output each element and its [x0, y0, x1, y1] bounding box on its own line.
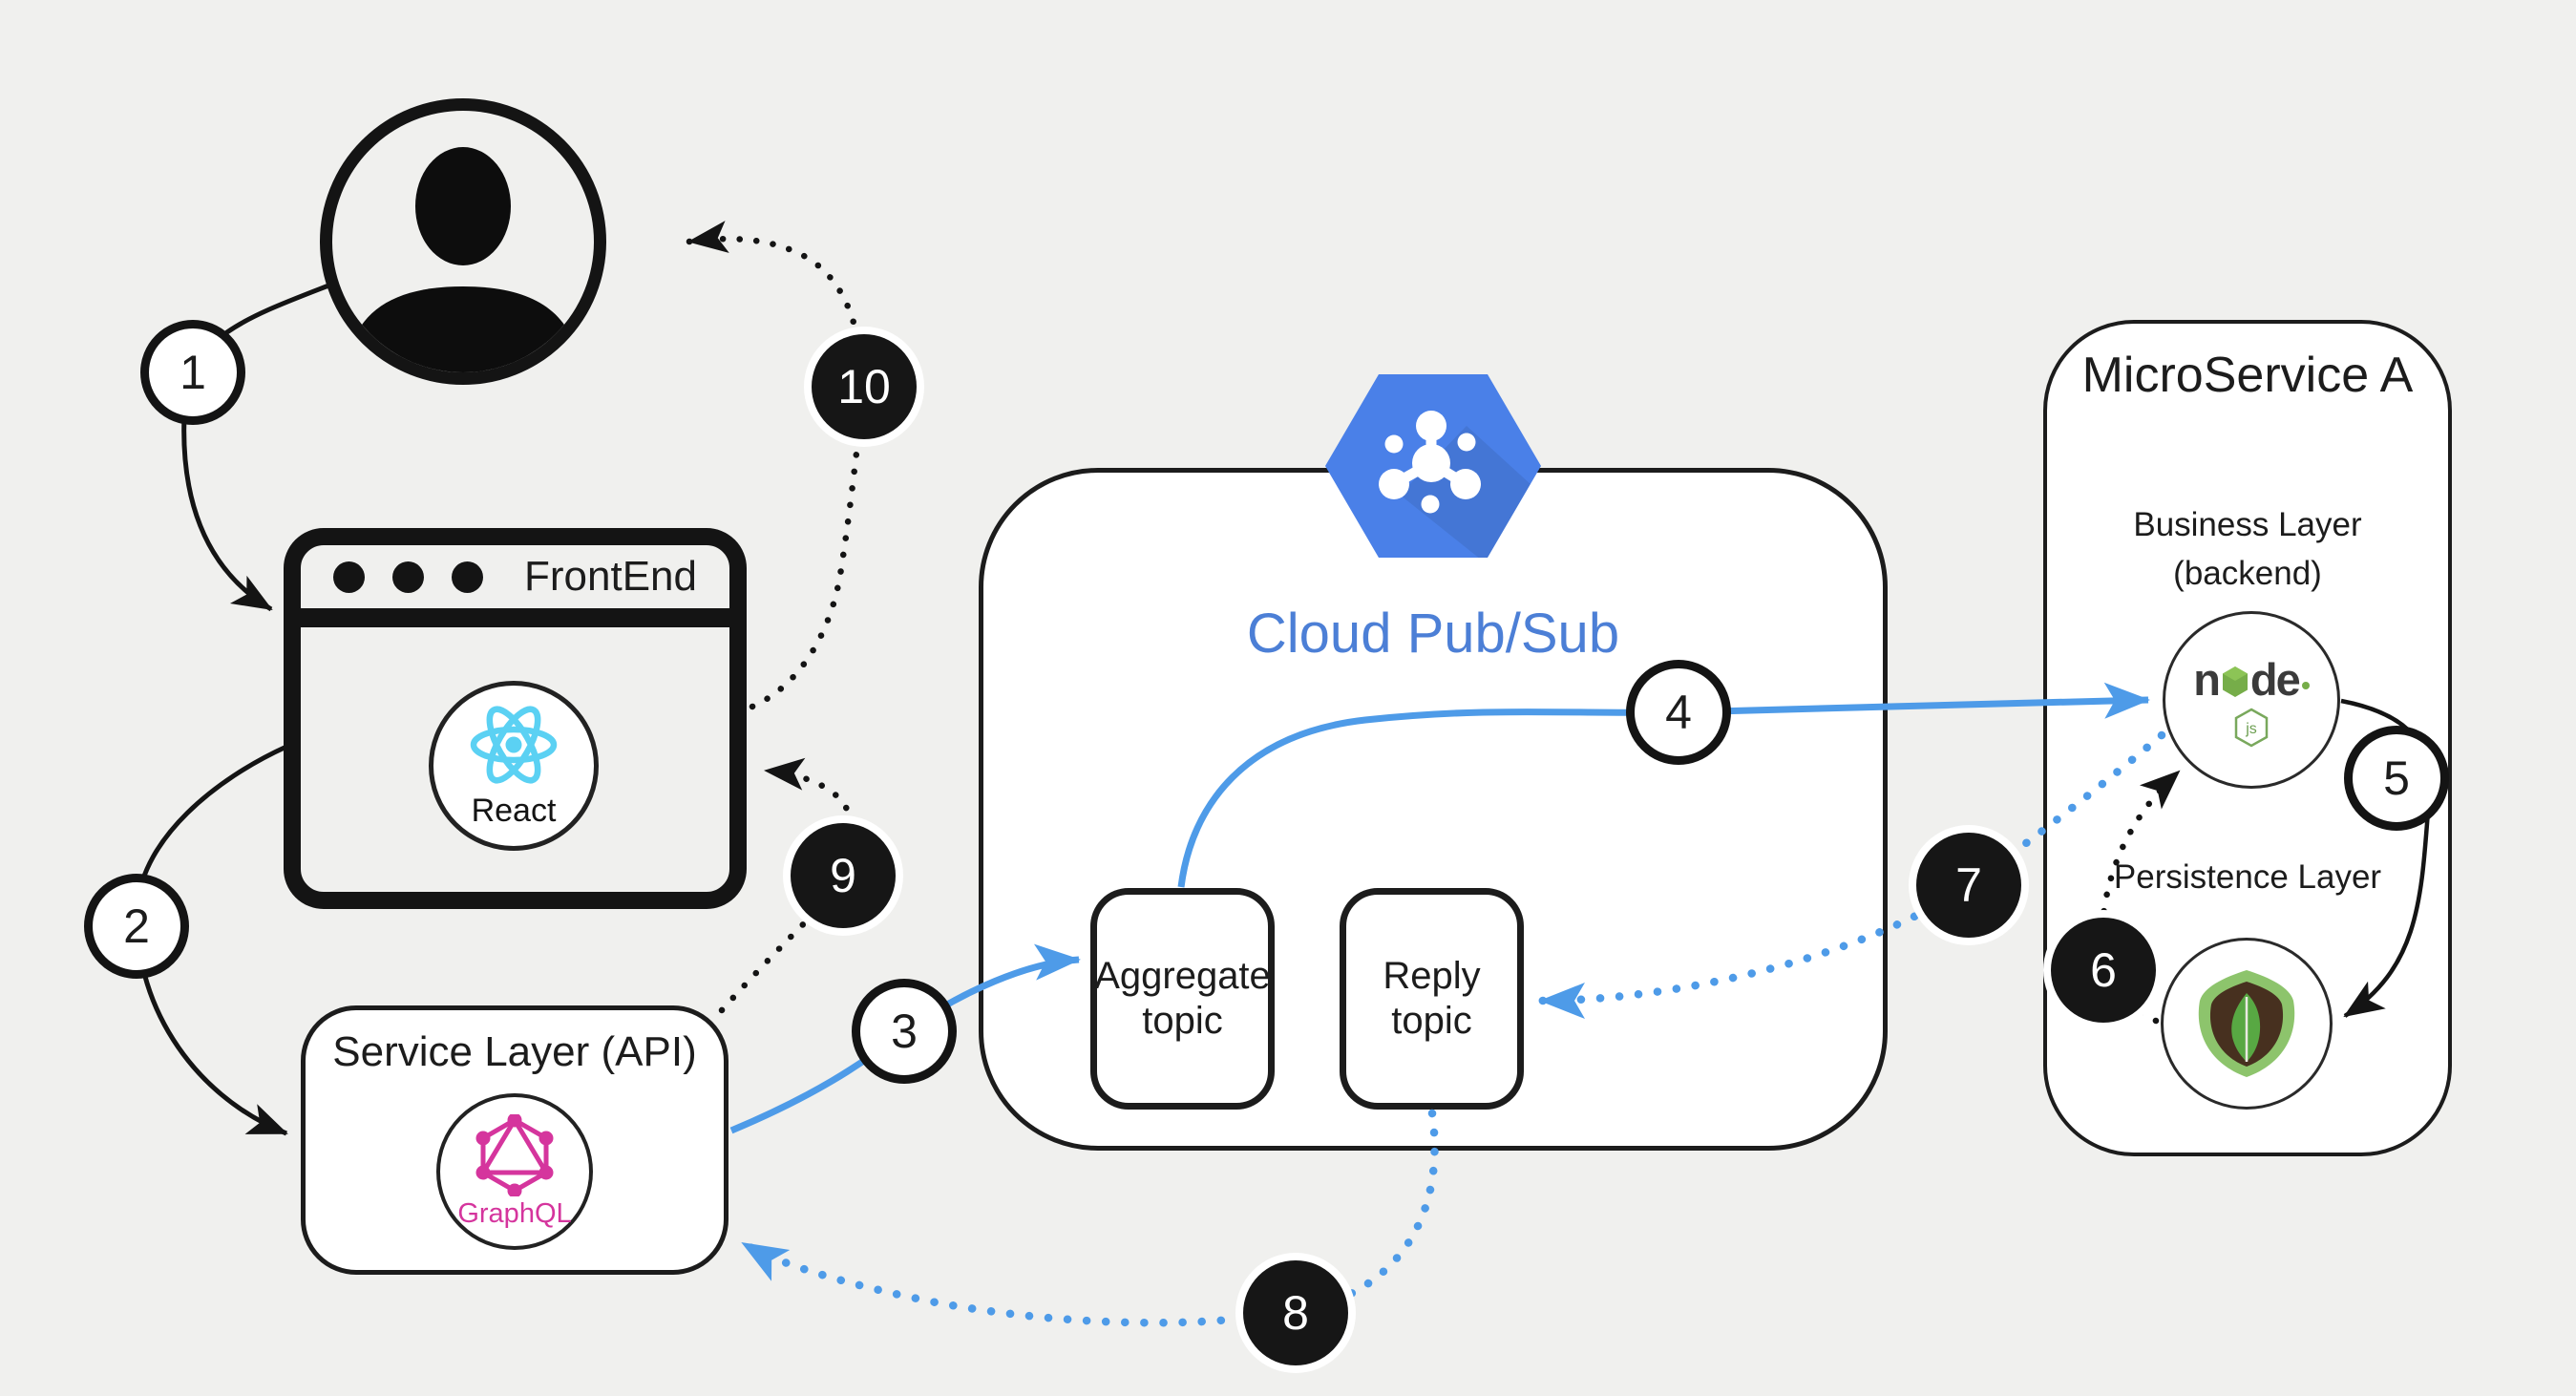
reply-topic-box: Reply topic — [1340, 888, 1524, 1110]
aggregate-topic-line2: topic — [1142, 1000, 1223, 1042]
node-hexagon-icon — [2222, 666, 2248, 697]
nodejs-badge-icon: js — [2234, 708, 2269, 747]
svg-text:js: js — [2245, 721, 2257, 737]
persistence-layer-label: Persistence Layer — [2113, 858, 2382, 896]
mongodb-circle — [2161, 938, 2333, 1110]
step-badge-9: 9 — [791, 823, 896, 928]
step-badge-1: 1 — [140, 320, 245, 425]
step-badge-6: 6 — [2051, 918, 2156, 1023]
aggregate-topic-box: Aggregate topic — [1090, 888, 1275, 1110]
graphql-label: GraphQL — [457, 1197, 572, 1229]
frontend-title: FrontEnd — [524, 553, 697, 600]
business-layer-line1: Business Layer — [2133, 506, 2362, 543]
nodejs-circle: n de js — [2163, 611, 2340, 789]
nodejs-icon: n de — [2193, 653, 2310, 706]
frontend-titlebar: FrontEnd — [301, 545, 729, 627]
person-icon — [346, 147, 581, 372]
window-dot-icon — [452, 561, 483, 593]
business-layer-line2: (backend) — [2173, 554, 2322, 592]
microservice-title: MicroService A — [2081, 348, 2414, 403]
step-badge-5: 5 — [2344, 726, 2449, 831]
aggregate-topic-line1: Aggregate — [1094, 954, 1271, 997]
window-dot-icon — [333, 561, 365, 593]
step-badge-7: 7 — [1916, 833, 2021, 938]
step-badge-3: 3 — [852, 979, 957, 1084]
step-badge-10: 10 — [812, 334, 917, 439]
react-circle: React — [429, 681, 599, 851]
reply-topic-line2: topic — [1391, 1000, 1472, 1042]
react-label: React — [471, 792, 557, 829]
pubsub-title: Cloud Pub/Sub — [1246, 603, 1620, 665]
step-badge-8: 8 — [1243, 1260, 1348, 1365]
graphql-icon — [475, 1113, 554, 1196]
react-icon — [470, 706, 558, 783]
node-text-de: de — [2249, 653, 2301, 705]
window-dot-icon — [392, 561, 424, 593]
service-layer-title: Service Layer (API) — [332, 1028, 697, 1075]
node-green-dot — [2301, 682, 2310, 689]
user-avatar — [320, 98, 606, 385]
reply-topic-line1: Reply — [1383, 954, 1481, 997]
graphql-circle: GraphQL — [436, 1093, 593, 1250]
step-badge-4: 4 — [1626, 660, 1731, 765]
business-layer-label: Business Layer (backend) — [2047, 501, 2448, 599]
frontend-window: FrontEnd React — [284, 528, 747, 909]
step-badge-2: 2 — [84, 874, 189, 979]
mongodb-icon — [2198, 970, 2295, 1077]
service-layer-box: Service Layer (API) GraphQL — [301, 1005, 728, 1275]
pubsub-icon — [1325, 374, 1541, 558]
node-text-n: n — [2193, 653, 2221, 705]
